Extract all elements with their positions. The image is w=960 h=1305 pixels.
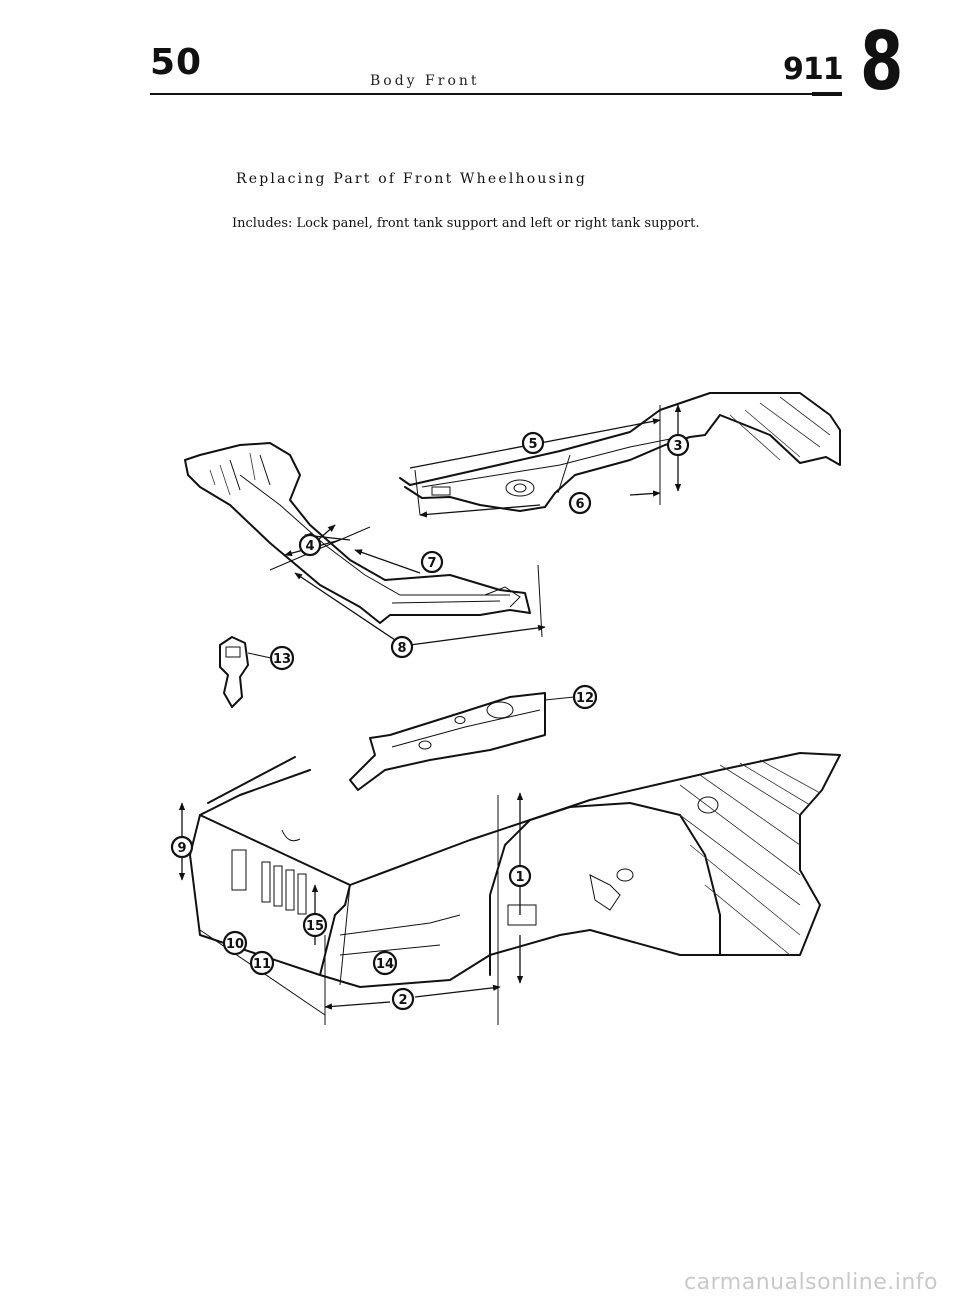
callout-4: 4 [298,533,322,557]
svg-text:1: 1 [515,870,524,885]
svg-text:7: 7 [427,556,436,571]
callout-9: 9 [170,835,194,859]
svg-text:5: 5 [528,437,537,452]
group-number: 8 [860,15,904,108]
body-front-part [189,752,841,988]
svg-text:14: 14 [376,957,394,972]
callout-2: 2 [391,987,415,1011]
header-rule-accent [812,92,842,96]
svg-text:3: 3 [673,439,682,454]
callout-5: 5 [521,431,545,455]
callout-13: 13 [269,645,295,671]
callout-1: 1 [508,864,532,888]
section-title: Body Front [370,73,480,89]
svg-text:8: 8 [397,641,406,656]
svg-text:9: 9 [177,841,186,856]
page-number: 50 [150,42,203,83]
svg-text:2: 2 [398,993,407,1008]
tank-support-part [184,442,531,624]
callout-12: 12 [572,684,598,710]
svg-text:11: 11 [253,957,271,972]
dimension-lines [178,404,682,1025]
callout-11: 11 [249,950,275,976]
callout-3: 3 [666,433,690,457]
wheelhousing-diagram: 1 2 3 4 5 6 7 8 9 10 11 12 13 14 15 [170,392,841,1025]
callout-6: 6 [568,491,592,515]
callout-8: 8 [390,635,414,659]
callout-14: 14 [372,950,398,976]
lock-panel-part [349,692,546,791]
callout-10: 10 [222,930,248,956]
leader-12 [544,696,575,701]
model-number: 911 [783,52,844,87]
bracket-part [219,636,249,708]
leader-13 [247,652,272,659]
svg-text:10: 10 [226,937,244,952]
header-rule [150,93,842,95]
svg-text:6: 6 [575,497,584,512]
callout-7: 7 [420,550,444,574]
watermark: carmanualsonline.info [684,1270,938,1295]
svg-text:12: 12 [576,691,594,706]
svg-text:13: 13 [273,652,291,667]
callout-15: 15 [302,912,328,938]
svg-text:15: 15 [306,919,324,934]
procedure-title: Replacing Part of Front Wheelhousing [236,171,588,187]
includes-note: Includes: Lock panel, front tank support… [232,216,700,231]
front-tank-support-part [399,392,841,512]
svg-text:4: 4 [305,539,314,554]
